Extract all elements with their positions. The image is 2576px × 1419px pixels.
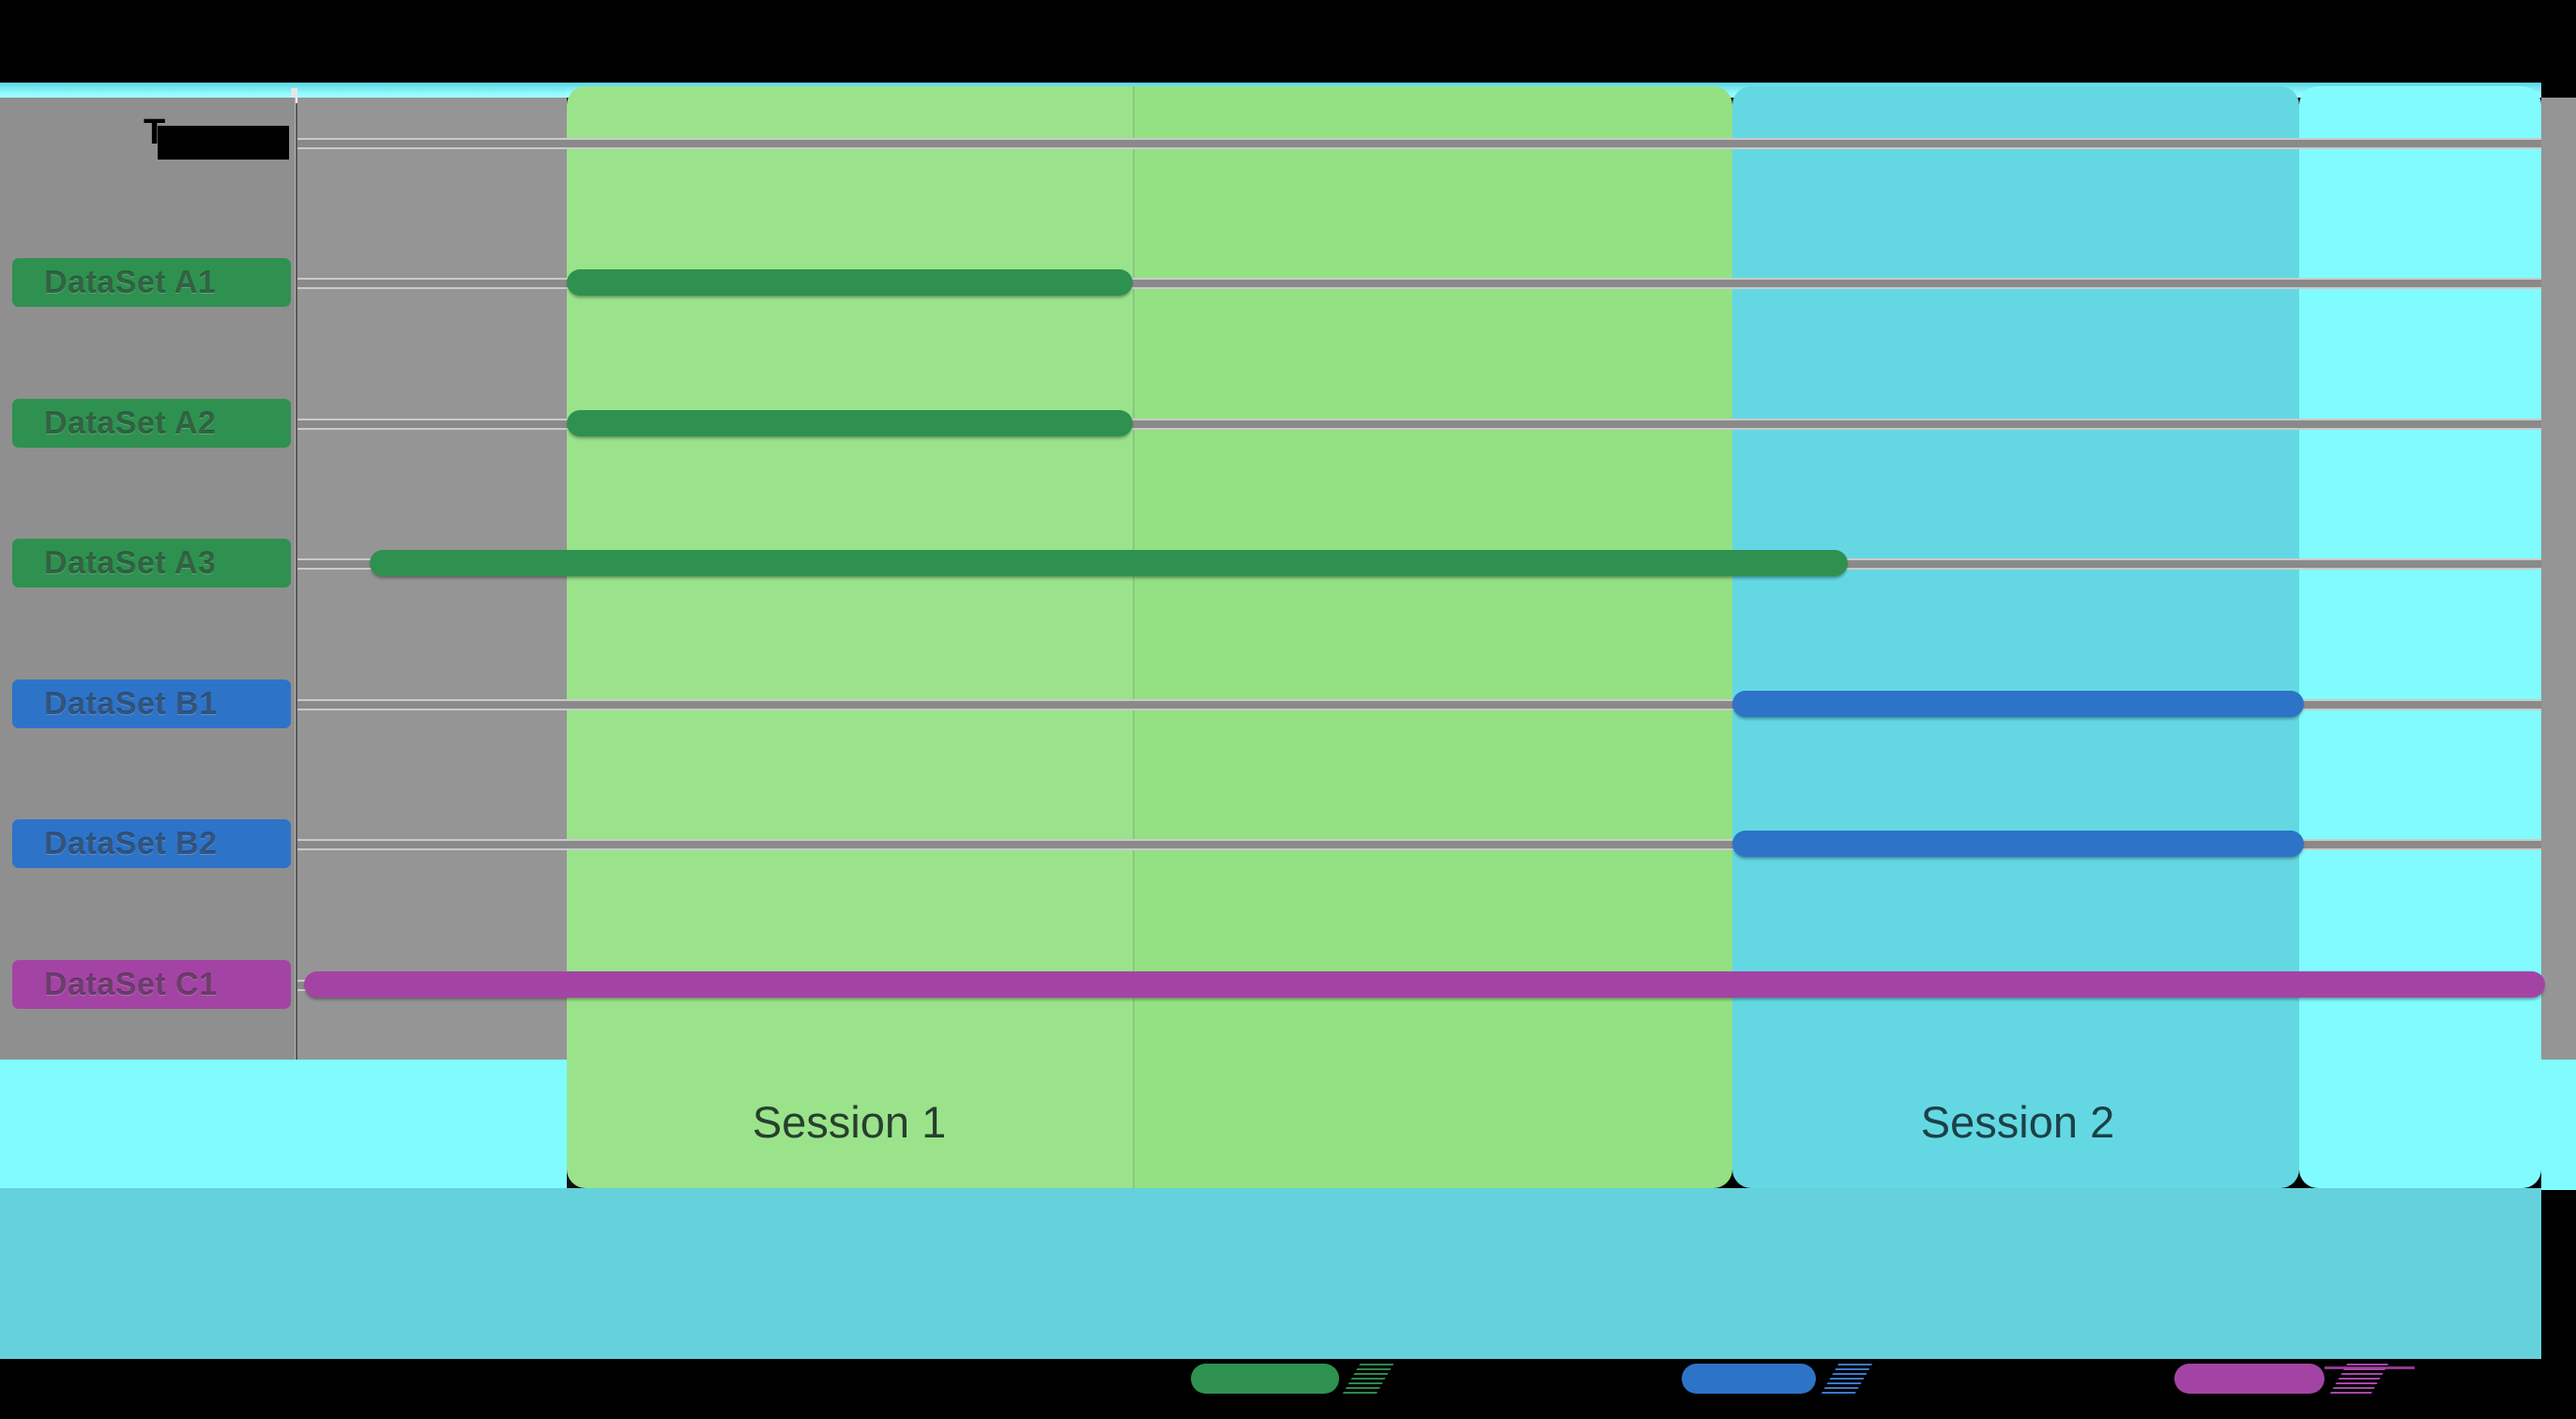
legend-slash-series-a	[1342, 1364, 1395, 1394]
legend-swatch-series-a	[1191, 1364, 1339, 1394]
row-label-dataset-a2: DataSet A2	[12, 399, 291, 448]
legend-swatch-series-c	[2174, 1364, 2324, 1394]
session-2-band	[1732, 86, 2299, 1188]
row-label-text: DataSet B1	[44, 685, 218, 722]
row-label-dataset-b2: DataSet B2	[12, 819, 291, 868]
session-1-subsegment	[567, 86, 1135, 1188]
right-gutter-gray	[2541, 98, 2576, 1060]
bar-dataset-a2	[567, 410, 1133, 436]
row-label-dataset-a1: DataSet A1	[12, 258, 291, 307]
y-axis-line	[295, 98, 297, 1060]
session-1-band	[567, 86, 1732, 1188]
gridline	[297, 138, 2541, 149]
row-label-text: DataSet A2	[44, 404, 217, 441]
axis-top-tick	[291, 88, 297, 103]
below-plot-highlight-right	[2541, 1060, 2576, 1190]
session-1-label: Session 1	[752, 1097, 947, 1147]
row-label-text: DataSet B2	[44, 825, 218, 862]
row-label-dataset-b1: DataSet B1	[12, 679, 291, 728]
obscured-axis-header-box	[158, 126, 289, 160]
row-label-dataset-a3: DataSet A3	[12, 539, 291, 587]
row-label-text: DataSet A3	[44, 544, 217, 581]
plot-area-gray	[297, 98, 567, 1060]
legend-slash-series-b	[1821, 1364, 1873, 1394]
row-label-dataset-c1: DataSet C1	[12, 960, 291, 1009]
session-2-label: Session 2	[1920, 1097, 2115, 1147]
highlight-band	[2299, 86, 2541, 1188]
bar-dataset-b1	[1732, 691, 2304, 717]
below-plot-highlight-left	[0, 1060, 567, 1190]
bar-dataset-a1	[567, 269, 1133, 296]
legend-swatch-series-b	[1682, 1364, 1816, 1394]
row-label-text: DataSet A1	[44, 264, 217, 300]
bar-dataset-a3	[370, 550, 1848, 576]
bottom-cyan-strip	[0, 1188, 2541, 1359]
bar-dataset-c1	[304, 971, 2545, 998]
axis-header-label: T	[144, 113, 166, 152]
bar-dataset-b2	[1732, 831, 2304, 857]
row-label-text: DataSet C1	[44, 966, 218, 1002]
